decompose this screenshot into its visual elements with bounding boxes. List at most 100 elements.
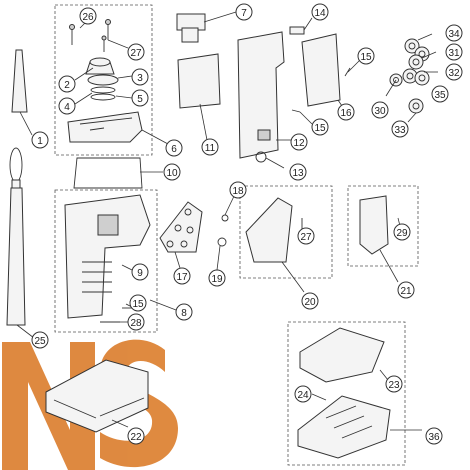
- callout-8: 8: [175, 303, 193, 321]
- callout-4: 4: [58, 97, 76, 115]
- callout-10: 10: [163, 163, 181, 181]
- svg-text:19: 19: [211, 274, 223, 285]
- callout-2: 2: [58, 75, 76, 93]
- svg-text:34: 34: [448, 29, 460, 40]
- svg-text:29: 29: [396, 228, 408, 239]
- svg-text:22: 22: [130, 432, 142, 443]
- callout-9: 9: [131, 263, 149, 281]
- washer-part: [217, 237, 227, 247]
- svg-text:12: 12: [293, 138, 305, 149]
- callout-35: 35: [431, 85, 449, 103]
- tray-lid-part: [299, 327, 385, 383]
- callout-7: 7: [235, 3, 253, 21]
- svg-text:7: 7: [241, 8, 247, 19]
- plate-part: [159, 201, 203, 253]
- washer-part: [221, 214, 229, 222]
- callout-32: 32: [445, 63, 463, 81]
- group-box-part-20: [239, 185, 333, 279]
- svg-text:11: 11: [205, 143, 216, 154]
- callout-12: 12: [290, 133, 308, 151]
- callout-29: 29: [393, 223, 411, 241]
- callout-15-b: 15: [311, 118, 329, 136]
- o-ring-part: [255, 151, 267, 163]
- callout-30: 30: [371, 101, 389, 119]
- svg-text:35: 35: [434, 90, 446, 101]
- callout-18: 18: [229, 181, 247, 199]
- callout-23: 23: [385, 375, 403, 393]
- callout-14: 14: [311, 3, 329, 21]
- callout-15-c: 15: [129, 294, 147, 312]
- callout-3: 3: [131, 68, 149, 86]
- group-box-housing: [54, 189, 158, 333]
- callout-19: 19: [208, 269, 226, 287]
- svg-text:26: 26: [82, 12, 94, 23]
- svg-text:4: 4: [64, 102, 70, 113]
- part-20: [245, 197, 303, 263]
- bracket-part: [301, 33, 341, 107]
- callout-25: 25: [31, 331, 49, 349]
- svg-text:3: 3: [137, 73, 143, 84]
- svg-text:1: 1: [37, 136, 43, 147]
- svg-text:14: 14: [314, 8, 326, 19]
- svg-text:15: 15: [360, 52, 372, 63]
- svg-text:21: 21: [400, 286, 412, 297]
- svg-text:16: 16: [340, 108, 352, 119]
- battery-tray-part: [297, 395, 391, 459]
- callout-27-a: 27: [127, 43, 145, 61]
- callout-36: 36: [425, 427, 443, 445]
- callout-22: 22: [127, 427, 145, 445]
- callout-26: 26: [79, 7, 97, 25]
- svg-text:24: 24: [297, 390, 309, 401]
- callout-33: 33: [391, 120, 409, 138]
- svg-text:32: 32: [448, 68, 460, 79]
- svg-text:13: 13: [292, 168, 304, 179]
- screw-part: [344, 67, 351, 77]
- svg-text:17: 17: [176, 272, 188, 283]
- pin-part: [289, 26, 305, 35]
- callout-5: 5: [131, 89, 149, 107]
- callout-1: 1: [31, 131, 49, 149]
- svg-text:36: 36: [428, 432, 440, 443]
- clip-part: [359, 195, 389, 255]
- svg-text:10: 10: [166, 168, 178, 179]
- top-assembly-parts: [67, 19, 143, 143]
- callout-16: 16: [337, 103, 355, 121]
- svg-text:2: 2: [64, 80, 70, 91]
- svg-text:28: 28: [130, 318, 142, 329]
- svg-text:6: 6: [171, 144, 177, 155]
- bearing-parts: [389, 38, 430, 114]
- frame-part: [177, 53, 221, 109]
- svg-text:25: 25: [34, 336, 46, 347]
- svg-text:9: 9: [137, 268, 143, 279]
- antenna-part: [11, 49, 28, 113]
- svg-text:15: 15: [132, 299, 144, 310]
- callout-28: 28: [127, 313, 145, 331]
- svg-text:23: 23: [388, 380, 400, 391]
- group-box-part-21: [347, 185, 419, 267]
- callout-13: 13: [289, 163, 307, 181]
- lanyard-part: [6, 147, 26, 326]
- svg-text:8: 8: [181, 308, 187, 319]
- callout-20: 20: [301, 292, 319, 310]
- callout-34: 34: [445, 24, 463, 42]
- board-part: [237, 31, 285, 159]
- svg-text:27: 27: [130, 48, 142, 59]
- callout-17: 17: [173, 267, 191, 285]
- svg-text:31: 31: [448, 48, 460, 59]
- housing-part: [64, 194, 151, 323]
- battery-pack-part: [45, 359, 149, 433]
- callout-24: 24: [294, 385, 312, 403]
- screw-part: [291, 109, 301, 113]
- callout-21: 21: [397, 281, 415, 299]
- svg-text:15: 15: [314, 123, 326, 134]
- callout-27-b: 27: [297, 227, 315, 245]
- gasket-part: [73, 157, 143, 189]
- callout-6: 6: [165, 139, 183, 157]
- callout-15-a: 15: [357, 47, 375, 65]
- svg-text:18: 18: [232, 186, 244, 197]
- svg-text:30: 30: [374, 106, 386, 117]
- part-7: [176, 13, 206, 43]
- callout-31: 31: [445, 43, 463, 61]
- group-box-top-assembly: [54, 4, 153, 156]
